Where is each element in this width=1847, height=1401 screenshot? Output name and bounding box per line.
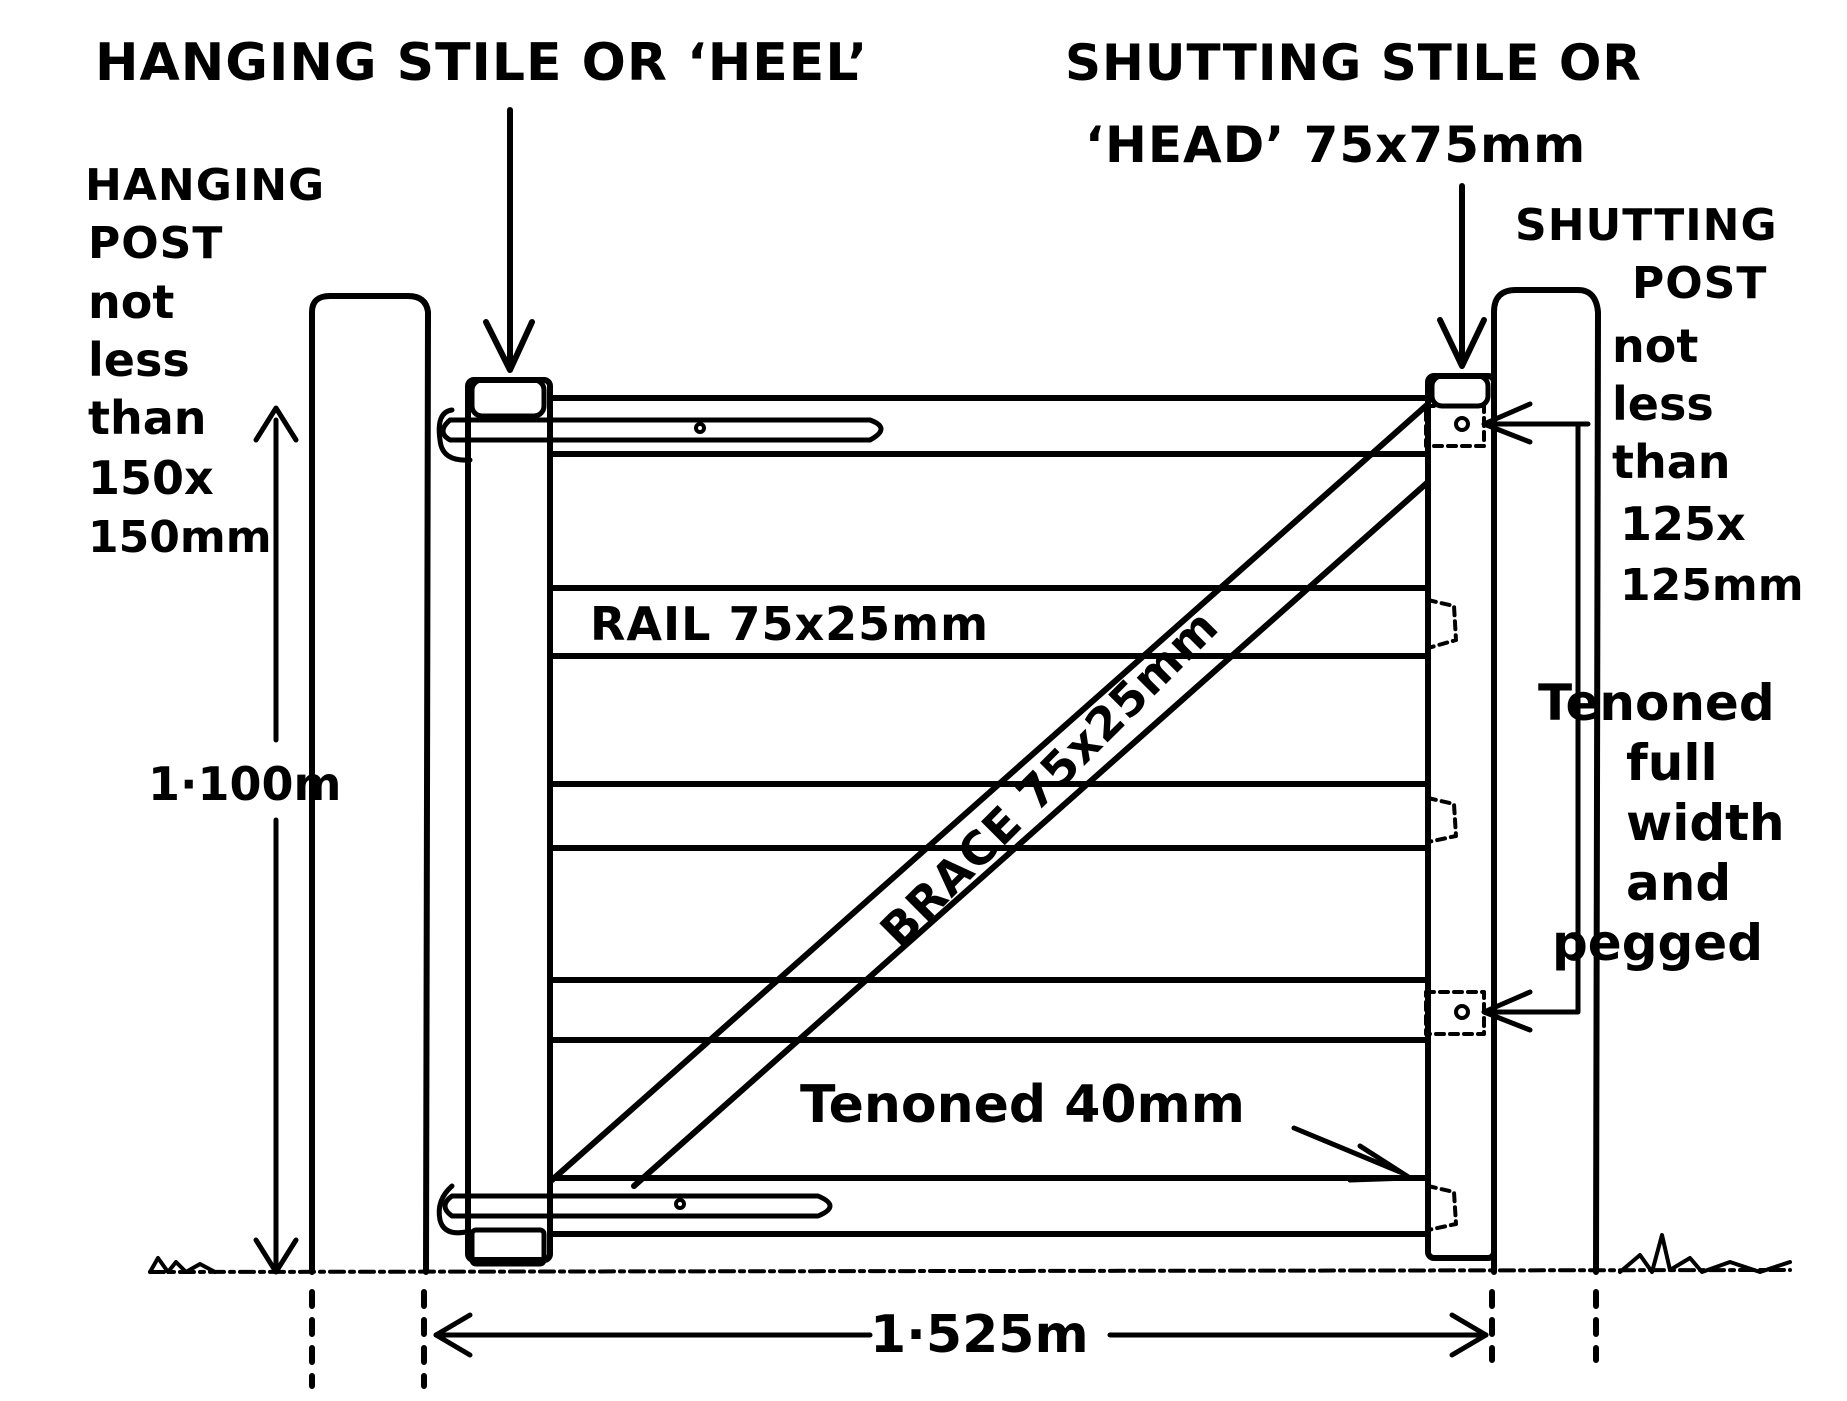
brace-label: BRACE 75x25mm [870,599,1229,958]
ground-line [148,1233,1792,1274]
arrow-hanging-stile [483,107,535,373]
hanging-stile [465,377,553,1267]
tenoned-pegged-line: width [1626,794,1785,852]
hanging-post-line: than [88,391,207,445]
hanging-post-line: 150x [88,451,214,505]
shutting-stile-label-line1: SHUTTING STILE OR [1065,34,1642,92]
gate-brace [549,401,1431,1189]
hanging-post-line: POST [88,218,223,269]
top-hinge [436,407,884,463]
shutting-post-line: less [1612,377,1714,431]
shutting-post-line: than [1612,435,1731,489]
tenoned-pegged-label: Tenoned full width and pegged [1538,674,1785,972]
tenoned-pegged-line: pegged [1552,914,1763,972]
hanging-post-line: 150mm [88,512,272,563]
shutting-stile-label-line2: ‘HEAD’ 75x75mm [1085,116,1586,174]
arrow-tenoned-40mm [1291,1125,1413,1183]
shutting-post-line: not [1612,319,1698,373]
hanging-post-line: not [88,275,174,329]
shutting-post-footing [1489,1289,1599,1363]
tenon-joints [1424,404,1486,1232]
tenoned-pegged-line: Tenoned [1538,674,1775,732]
width-dimension-line [433,1312,1489,1358]
shutting-post-line: SHUTTING [1515,200,1778,251]
hanging-post-footing [309,1289,427,1389]
shutting-post-line: POST [1632,258,1767,309]
tenoned-40mm-label: Tenoned 40mm [800,1075,1245,1135]
gate-rails [547,395,1431,1237]
rail-label: RAIL 75x25mm [590,597,989,651]
shutting-post-label: SHUTTING POST not less than 125x 125mm [1515,200,1804,611]
height-dimension-label: 1·100m [148,757,341,811]
hanging-post-label: HANGING POST not less than 150x 150mm [85,160,325,563]
shutting-stile [1425,373,1497,1261]
arrow-tenoned-pegged [1481,401,1591,1033]
shutting-post-line: 125x [1620,497,1746,551]
arrow-shutting-stile [1437,183,1487,369]
height-dimension-line [253,405,299,1275]
hanging-post-line: less [88,333,190,387]
tenoned-pegged-line: full [1626,734,1718,792]
bottom-hinge [436,1183,833,1236]
shutting-post [1491,287,1601,1275]
hanging-post-line: HANGING [85,160,325,211]
hanging-post [309,293,431,1275]
tenoned-pegged-line: and [1626,854,1731,912]
shutting-post-line: 125mm [1620,560,1804,611]
width-dimension-label: 1·525m [870,1305,1089,1365]
hanging-stile-label: HANGING STILE OR ‘HEEL’ [95,33,868,93]
